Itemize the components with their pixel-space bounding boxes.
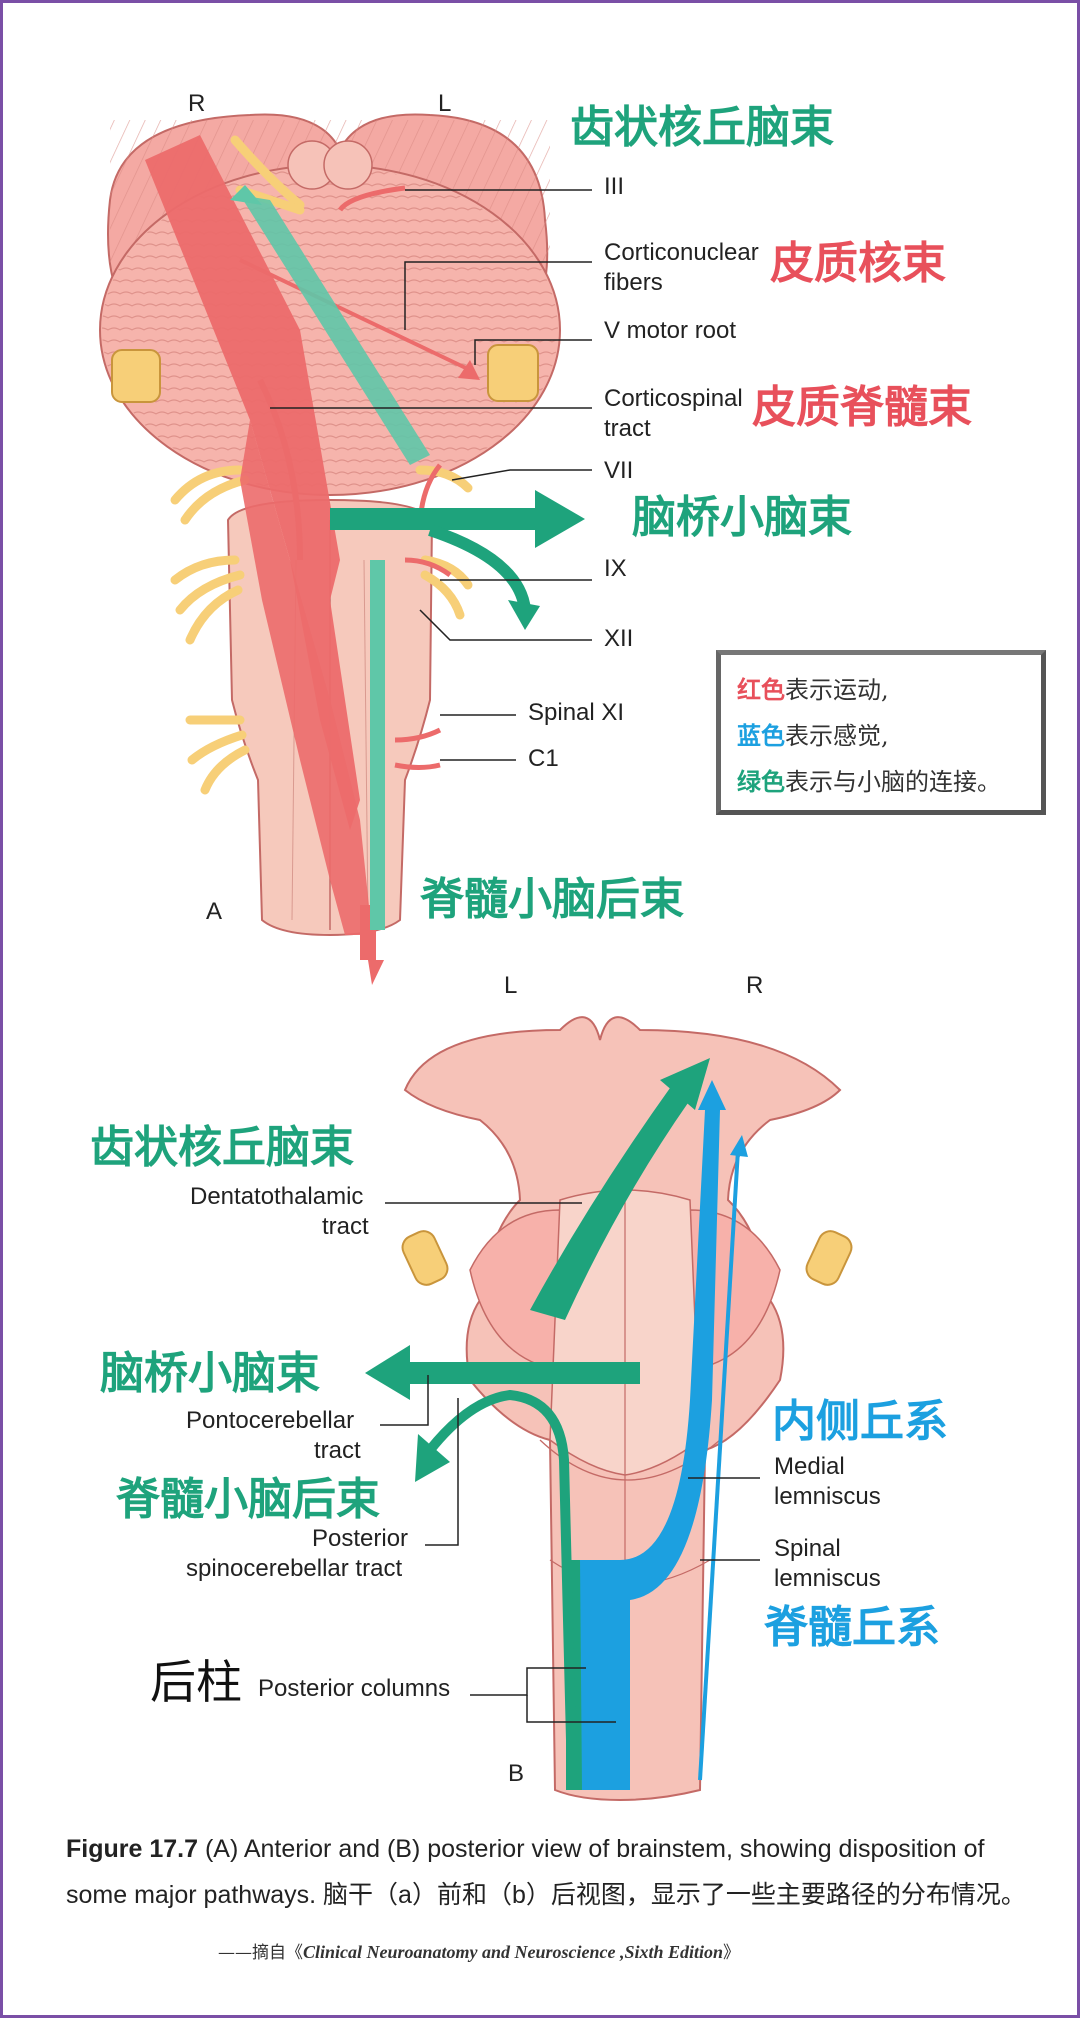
label-corticospinal-2: tract [604,415,651,442]
label-c1: C1 [528,745,559,772]
cn-posterior-columns: 后柱 [150,1655,242,1709]
panel-a-left-side: L [438,90,452,117]
label-corticospinal-1: Corticospinal [604,385,743,412]
legend-cerebellar: 绿色表示与小脑的连接。 [737,767,1001,796]
cn-pontocerebellar-a: 脑桥小脑束 [632,492,852,543]
label-xii: XII [604,625,634,652]
label-dentatothalamic-2: tract [322,1213,369,1240]
label-posterior-columns: Posterior columns [258,1675,451,1702]
panel-b-left-side: L [504,972,518,999]
label-medial-lemniscus-1: Medial [774,1453,845,1480]
cn-posterior-spinocerebellar-a: 脊髓小脑后束 [420,874,684,925]
panel-b-brainstem [365,1016,853,1802]
label-corticonuclear-2: fibers [604,269,663,296]
panel-a-brainstem [99,113,585,985]
figure-number: Figure 17.7 [66,1835,198,1863]
label-vii: VII [604,457,634,484]
label-posterior-spino-1: Posterior [312,1525,409,1552]
cn-medial-lemniscus: 内侧丘系 [772,1396,948,1447]
label-pontocerebellar-2: tract [314,1437,361,1464]
source-citation: ——摘自《Clinical Neuroanatomy and Neuroscie… [218,1942,741,1963]
label-corticonuclear-1: Corticonuclear [604,239,759,266]
cn-pontocerebellar-b: 脑桥小脑束 [100,1348,320,1399]
panel-a-right-side: R [188,90,206,117]
panel-a-leader-lines [270,189,592,761]
figure-caption: Figure 17.7 (A) Anterior and (B) posteri… [66,1826,1036,1918]
label-pontocerebellar-1: Pontocerebellar [186,1407,355,1434]
color-legend: 红色表示运动, 蓝色表示感觉, 绿色表示与小脑的连接。 [716,650,1046,815]
cn-corticonuclear: 皮质核束 [770,238,946,289]
cn-dentatothalamic-a: 齿状核丘脑束 [570,102,834,153]
label-ix: IX [604,555,627,582]
panel-b-right-side: R [746,972,764,999]
cn-posterior-spinocerebellar-b: 脊髓小脑后束 [116,1474,380,1525]
label-medial-lemniscus-2: lemniscus [774,1483,881,1510]
label-iii: III [604,173,625,200]
label-v-motor-root: V motor root [604,317,737,344]
label-dentatothalamic-1: Dentatothalamic [190,1183,364,1210]
label-spinal-xi: Spinal XI [528,699,625,726]
cn-corticospinal: 皮质脊髓束 [752,382,972,433]
label-spinal-lemniscus-2: lemniscus [774,1565,881,1592]
panel-b-leader-lines [380,1202,760,1723]
label-spinal-lemniscus-1: Spinal [774,1535,841,1562]
cn-spinal-lemniscus: 脊髓丘系 [764,1602,940,1653]
source-title: Clinical Neuroanatomy and Neuroscience ,… [303,1942,724,1962]
panel-a-letter: A [206,898,223,925]
panel-b-letter: B [508,1760,525,1787]
cn-dentatothalamic-b: 齿状核丘脑束 [90,1122,354,1173]
legend-sensory: 蓝色表示感觉, [737,721,889,750]
legend-motor: 红色表示运动, [737,675,889,704]
caption-text: (A) Anterior and (B) posterior view of b… [66,1835,1026,1909]
label-posterior-spino-2: spinocerebellar tract [186,1555,403,1582]
